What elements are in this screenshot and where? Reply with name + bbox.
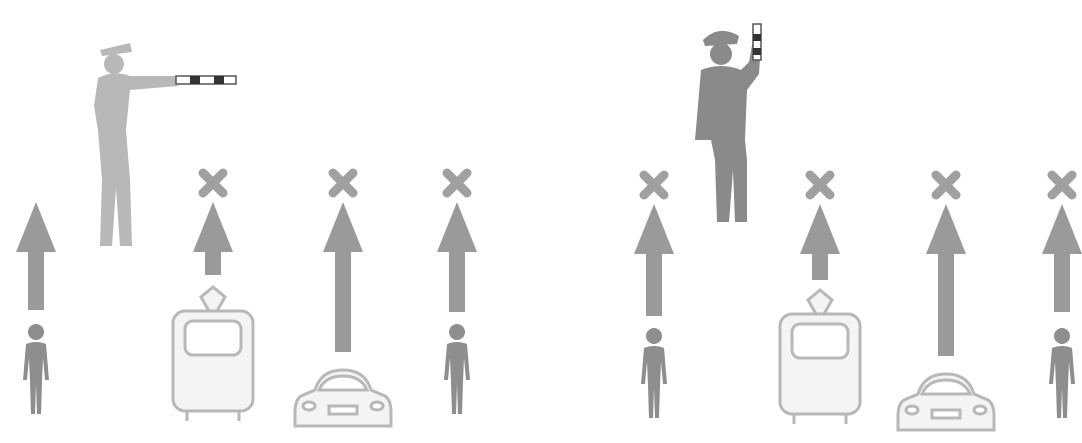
tram-icon <box>776 286 864 430</box>
direction-arrow-icon <box>323 202 363 356</box>
pedestrian-icon <box>437 322 477 420</box>
direction-arrow-icon <box>1042 204 1082 316</box>
prohibited-cross-icon <box>196 166 230 204</box>
direction-arrow-icon <box>926 204 966 360</box>
tram-icon <box>169 283 257 427</box>
car-icon <box>293 360 393 434</box>
prohibited-cross-icon <box>326 166 360 204</box>
panel-arm-extended <box>0 0 541 443</box>
prohibited-cross-icon <box>1045 168 1079 206</box>
car-icon <box>896 364 996 438</box>
pedestrian-icon <box>1042 326 1082 424</box>
prohibited-cross-icon <box>637 168 671 206</box>
panel-baton-raised <box>541 0 1082 443</box>
direction-arrow-icon <box>437 202 477 316</box>
direction-arrow-icon <box>16 202 56 314</box>
direction-arrow-icon <box>634 204 674 320</box>
prohibited-cross-icon <box>929 168 963 206</box>
pedestrian-icon <box>634 326 674 424</box>
direction-arrow-icon <box>800 204 840 284</box>
prohibited-cross-icon <box>440 166 474 204</box>
pedestrian-icon <box>16 322 56 420</box>
traffic-officer-baton-raised-icon <box>689 0 769 254</box>
direction-arrow-icon <box>193 202 233 279</box>
prohibited-cross-icon <box>803 168 837 206</box>
